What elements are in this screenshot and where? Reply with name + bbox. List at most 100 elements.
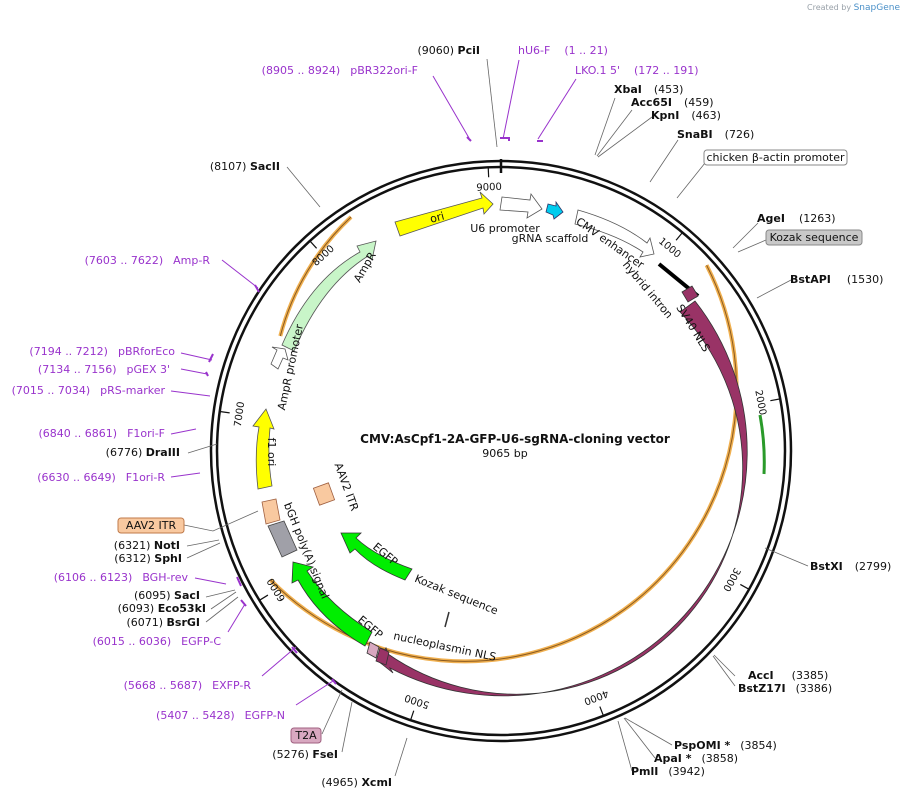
primer-f1f-label: (6840 .. 6861)F1ori-F <box>39 427 166 440</box>
feature-aav2-inner-box <box>312 482 336 506</box>
box-kozak-text: Kozak sequence <box>770 231 859 244</box>
feature-f1ori-arrow <box>252 408 275 490</box>
site-noti-label: (6321) NotI <box>114 539 180 552</box>
primer-line-hu6 <box>502 59 520 140</box>
tick-label-9000: 9000 <box>476 182 502 194</box>
tick-label-3000: 3000 <box>720 566 742 594</box>
feature-aav2-outer-box <box>261 498 281 525</box>
primer-bar-bgh <box>236 576 242 587</box>
leader-sacii <box>286 166 321 208</box>
primer-ampr-label: (7603 .. 7622)Amp-R <box>85 254 211 267</box>
box-chicken-actin-rect <box>703 149 848 166</box>
primer-prs-label: (7015 .. 7034)pRS-marker <box>12 384 166 397</box>
site-xbai-label: XbaI(453) <box>614 83 683 96</box>
map-size: 9065 bp <box>482 447 527 460</box>
feature-egfp-inner-arrow <box>340 532 413 581</box>
leader-kozak-box <box>737 239 767 253</box>
primer-pbrforeco-label: (7194 .. 7212)pBRforEco <box>29 345 175 358</box>
label-kozak-inner: Kozak sequence <box>413 572 500 617</box>
feature-grna-arrow <box>545 200 564 220</box>
label-ori: ori <box>428 209 445 225</box>
tick-label-1000: 1000 <box>656 236 683 261</box>
site-bstxi-label: BstXI(2799) <box>810 560 891 573</box>
tick-mark-8000 <box>309 240 318 249</box>
feature-t2a-box <box>366 641 380 659</box>
leader-pmli <box>617 720 633 772</box>
feature-ampr-prom-arrow <box>270 346 289 370</box>
feature-ori-arrow <box>394 191 494 237</box>
leader-pspomi <box>624 717 673 746</box>
leader-pcii <box>486 58 498 148</box>
leader-acci <box>713 654 736 677</box>
site-labels: (9060) PciI XbaI(453) Acc65I(459) KpnI(4… <box>106 44 892 789</box>
leader-acc65i <box>596 109 633 157</box>
primer-line-egfpc <box>227 603 246 633</box>
primer-lko-label: LKO.1 5'(172 .. 191) <box>575 64 699 77</box>
site-xcmi-label: (4965) XcmI <box>321 776 392 789</box>
site-sacii-label: (8107) SacII <box>210 160 280 173</box>
site-eco53ki-label: (6093) Eco53kI <box>118 602 206 615</box>
credit-prefix: Created by <box>807 3 852 12</box>
site-saci-label: (6095) SacI <box>134 589 200 602</box>
primer-line-f1f <box>170 428 197 435</box>
primer-bar-pgex <box>205 371 209 377</box>
orf-arc-right-small <box>758 414 766 475</box>
feature-ampr-arrow <box>281 240 377 352</box>
primer-labels: hU6-F(1 .. 21) LKO.1 5'(172 .. 191) (890… <box>12 44 699 722</box>
leader-bstapi <box>756 279 792 299</box>
primer-line-lko <box>537 78 577 140</box>
primer-bar-ampr <box>254 284 260 293</box>
feature-nucleo-nls-box <box>375 647 390 666</box>
tick-mark-2000 <box>770 398 781 402</box>
primer-line-pbrforeco <box>180 352 213 361</box>
leader-t2a <box>321 689 343 735</box>
site-apai-label: ApaI *(3858) <box>654 752 738 765</box>
primer-exfp-label: (5668 .. 5687)EXFP-R <box>124 679 252 692</box>
primer-line-pbr322 <box>432 75 470 139</box>
label-f1ori: f1 ori <box>265 438 278 467</box>
primer-line-egfpn <box>295 680 334 706</box>
primer-marks <box>170 59 577 706</box>
label-u6: U6 promoter <box>470 222 540 235</box>
box-t2a-text: T2A <box>294 729 317 742</box>
leader-snabi <box>649 139 679 183</box>
leader-kpni <box>597 116 653 158</box>
primer-bar-egfpc <box>240 599 247 607</box>
feature-sv40nls-box <box>681 285 699 303</box>
tick-mark-5000 <box>410 710 415 721</box>
credit-brand: SnapGene <box>853 3 900 13</box>
box-aav2-text: AAV2 ITR <box>126 519 177 532</box>
leader-lines <box>183 58 809 777</box>
primer-egfpn-label: (5407 .. 5428)EGFP-N <box>156 709 285 722</box>
site-pspomi-label: PspOMI *(3854) <box>674 739 777 752</box>
tick-mark-3000 <box>740 583 750 590</box>
label-ampr-promoter: AmpR promoter <box>275 323 306 412</box>
leader-eco53ki <box>210 591 237 610</box>
leader-xcmi <box>394 737 408 777</box>
primer-egfpc-label: (6015 .. 6036)EGFP-C <box>93 635 222 648</box>
primer-line-pgex <box>180 368 208 375</box>
leader-sphi <box>186 542 221 559</box>
leader-bsrgi <box>205 596 239 623</box>
primer-bar-pbr322 <box>466 136 472 142</box>
feature-bgh-box <box>267 520 298 558</box>
primer-bar-pbrforeco <box>208 353 214 363</box>
site-pcii-label: (9060) PciI <box>417 44 480 57</box>
primer-line-exfp <box>261 646 297 677</box>
site-agei-label: AgeI(1263) <box>757 212 836 225</box>
feature-egfp-outer-arrow <box>291 561 373 647</box>
primer-f1r-label: (6630 .. 6649)F1ori-R <box>37 471 165 484</box>
tick-label-6000: 6000 <box>265 576 288 603</box>
feature-cmv-arrow <box>574 209 655 258</box>
primer-line-ampr <box>221 259 259 289</box>
site-fsei-label: (5276) FseI <box>272 748 338 761</box>
site-snabi-label: SnaBI(726) <box>677 128 754 141</box>
primer-pbr322-label: (8905 .. 8924)pBR322ori-F <box>262 64 418 77</box>
label-hybrid-intron: hybrid intron <box>620 258 676 321</box>
site-acci-label: AccI(3385) <box>748 669 828 682</box>
site-bstapi-label: BstAPI(1530) <box>790 273 883 286</box>
leader-bstz17i <box>712 655 736 687</box>
primer-line-bgh <box>194 577 227 585</box>
tick-mark-7000 <box>219 410 230 414</box>
site-sphi-label: (6312) SphI <box>114 552 182 565</box>
